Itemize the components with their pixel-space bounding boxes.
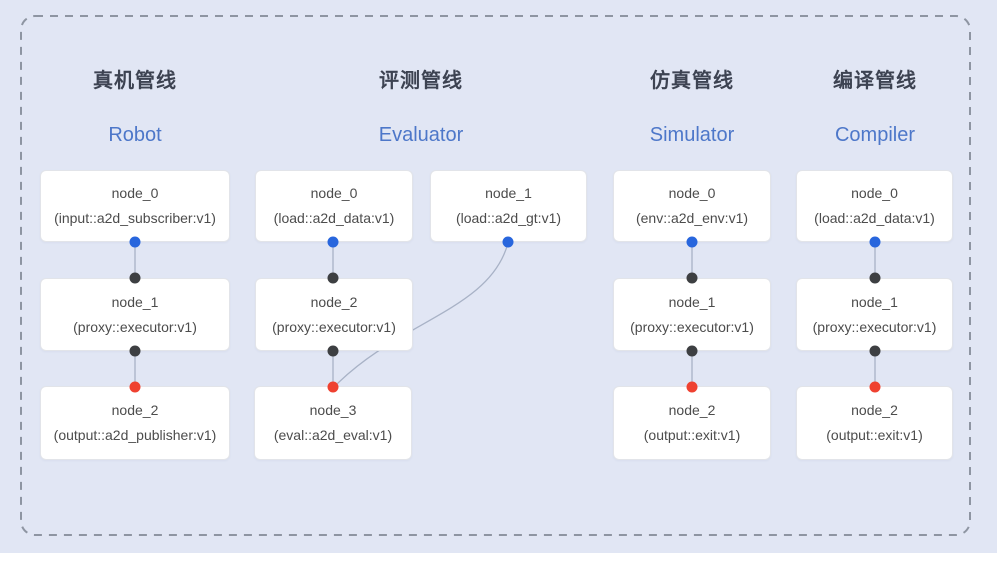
port-dot-red-compiler-3[interactable] <box>869 381 881 393</box>
port-dot-black-robot-2[interactable] <box>129 345 141 357</box>
node-label: node_1 <box>111 293 159 310</box>
node-box-evaluator-node_1[interactable]: node_1(load::a2d_gt:v1) <box>430 170 587 242</box>
port-dot-red-simulator-3[interactable] <box>686 381 698 393</box>
node-box-evaluator-node_0[interactable]: node_0(load::a2d_data:v1) <box>255 170 413 242</box>
node-sublabel: (proxy::executor:v1) <box>272 318 396 335</box>
port-dot-red-robot-3[interactable] <box>129 381 141 393</box>
node-label: node_0 <box>310 185 358 201</box>
edge-evaluator-2 <box>333 242 509 388</box>
node-box-compiler-node_2[interactable]: node_2(output::exit:v1) <box>796 386 953 460</box>
node-sublabel: (output::exit:v1) <box>643 427 741 443</box>
pipeline-title-en-robot: Robot <box>108 124 162 146</box>
port-dot-black-compiler-1[interactable] <box>869 272 881 284</box>
node-sublabel: (input::a2d_subscriber:v1) <box>54 210 216 226</box>
node-label: node_1 <box>668 293 716 310</box>
node-label: node_0 <box>111 185 159 201</box>
node-label: node_2 <box>111 402 159 418</box>
port-dot-black-simulator-2[interactable] <box>686 345 698 357</box>
node-label: node_1 <box>485 185 532 201</box>
port-dot-blue-evaluator-1[interactable] <box>502 236 514 248</box>
port-dot-blue-compiler-0[interactable] <box>869 236 881 248</box>
port-dot-blue-evaluator-0[interactable] <box>327 236 339 248</box>
node-box-simulator-node_2[interactable]: node_2(output::exit:v1) <box>613 386 771 460</box>
pipeline-title-en-evaluator: Evaluator <box>378 124 464 146</box>
node-sublabel: (env::a2d_env:v1) <box>635 210 749 226</box>
node-sublabel: (eval::a2d_eval:v1) <box>273 427 393 443</box>
node-box-robot-node_1[interactable]: node_1(proxy::executor:v1) <box>40 278 230 351</box>
port-dot-blue-robot-0[interactable] <box>129 236 141 248</box>
node-sublabel: (proxy::executor:v1) <box>73 318 197 335</box>
node-box-robot-node_0[interactable]: node_0(input::a2d_subscriber:v1) <box>40 170 230 242</box>
node-label: node_0 <box>668 185 716 201</box>
pipeline-title-zh-robot: 真机管线 <box>93 70 177 92</box>
port-dot-blue-simulator-0[interactable] <box>686 236 698 248</box>
pipeline-title-en-compiler: Compiler <box>834 124 916 146</box>
node-sublabel: (output::a2d_publisher:v1) <box>53 427 217 443</box>
node-sublabel: (proxy::executor:v1) <box>630 318 754 335</box>
node-label: node_1 <box>851 293 898 310</box>
pipeline-title-zh-compiler: 编译管线 <box>833 70 917 92</box>
port-dot-black-evaluator-2[interactable] <box>327 272 339 284</box>
node-box-simulator-node_0[interactable]: node_0(env::a2d_env:v1) <box>613 170 771 242</box>
pipeline-title-en-simulator: Simulator <box>649 124 735 146</box>
node-sublabel: (load::a2d_data:v1) <box>814 210 935 226</box>
node-box-evaluator-node_2[interactable]: node_2(proxy::executor:v1) <box>255 278 413 351</box>
pipeline-title-zh-evaluator: 评测管线 <box>379 70 463 92</box>
node-label: node_0 <box>851 185 898 201</box>
node-sublabel: (load::a2d_data:v1) <box>273 210 395 226</box>
port-dot-black-simulator-1[interactable] <box>686 272 698 284</box>
pipeline-title-zh-simulator: 仿真管线 <box>650 70 734 92</box>
port-dot-black-compiler-2[interactable] <box>869 345 881 357</box>
node-sublabel: (output::exit:v1) <box>826 427 923 443</box>
node-label: node_3 <box>309 402 357 418</box>
node-label: node_2 <box>668 402 716 418</box>
node-label: node_2 <box>851 402 898 418</box>
node-box-compiler-node_0[interactable]: node_0(load::a2d_data:v1) <box>796 170 953 242</box>
node-sublabel: (load::a2d_gt:v1) <box>455 210 562 226</box>
port-dot-red-evaluator-4[interactable] <box>327 381 339 393</box>
node-box-robot-node_2[interactable]: node_2(output::a2d_publisher:v1) <box>40 386 230 460</box>
node-box-evaluator-node_3[interactable]: node_3(eval::a2d_eval:v1) <box>254 386 412 460</box>
node-sublabel: (proxy::executor:v1) <box>812 318 937 335</box>
dashed-border <box>20 15 971 536</box>
node-box-compiler-node_1[interactable]: node_1(proxy::executor:v1) <box>796 278 953 351</box>
port-dot-black-evaluator-3[interactable] <box>327 345 339 357</box>
node-box-simulator-node_1[interactable]: node_1(proxy::executor:v1) <box>613 278 771 351</box>
node-label: node_2 <box>310 293 358 310</box>
port-dot-black-robot-1[interactable] <box>129 272 141 284</box>
